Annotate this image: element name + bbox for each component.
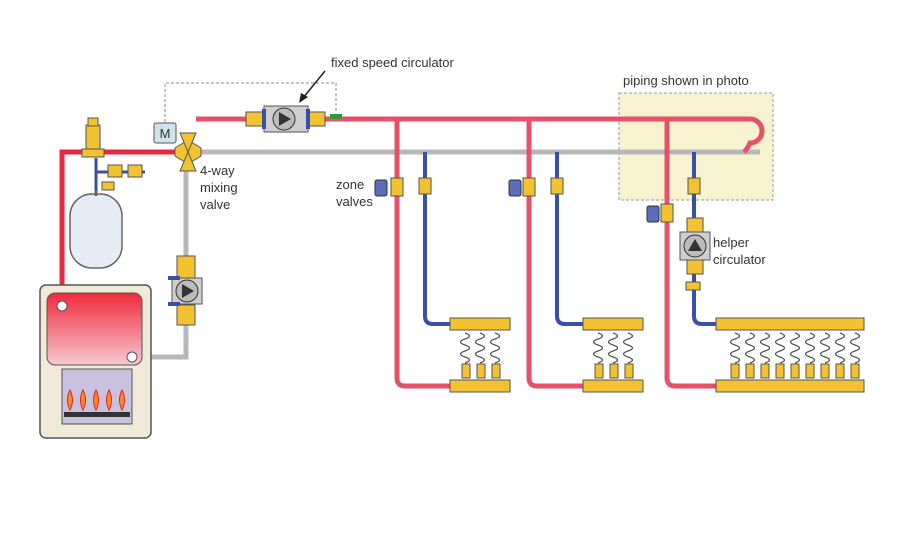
return-isolation-valves: [418, 177, 701, 195]
fixed-speed-circulator-arrow: [302, 70, 326, 99]
mixing-valve-label-1: 4-way: [200, 163, 235, 178]
fixed-speed-circulator-label: fixed speed circulator: [331, 55, 455, 70]
boiler-supply-pipe: [59, 149, 178, 300]
expansion-tank: [69, 190, 123, 269]
photo-area-label: piping shown in photo: [623, 73, 749, 88]
zone-valves-label-1: zone: [336, 177, 364, 192]
mixing-valve-label-2: mixing: [200, 180, 238, 195]
burner-flame-icon: [67, 388, 125, 412]
zone-valve-1: [374, 177, 404, 197]
four-way-mixing-valve: [174, 132, 202, 172]
zone3-supply-pipe: [664, 119, 716, 389]
zone2-supply-pipe: [526, 119, 583, 389]
boiler-circulator: [168, 255, 203, 326]
manifold-zone-1: [449, 317, 511, 393]
control-wire: [164, 82, 337, 122]
zone-valve-3: [646, 203, 674, 223]
zone2-return-pipe: [555, 152, 583, 326]
purge-valve: [330, 114, 342, 119]
zone-valves-label-2: valves: [336, 194, 373, 209]
pressure-relief-valve: [81, 117, 105, 158]
manifold-zone-3: [715, 317, 865, 393]
helper-circulator: [679, 217, 711, 291]
zone-valve-2: [508, 177, 536, 197]
air-separator-fittings: [94, 158, 145, 191]
helper-circulator-label-1: helper: [713, 235, 750, 250]
helper-circulator-label-2: circulator: [713, 252, 766, 267]
actuator-motor-letter: M: [160, 126, 171, 141]
zone3-return-pipe: [692, 152, 716, 326]
supply-main-pipe: [196, 116, 765, 154]
boiler: [39, 284, 152, 439]
zone1-return-pipe: [423, 152, 450, 326]
fixed-speed-circulator: [245, 105, 326, 133]
mixing-valve-label-3: valve: [200, 197, 230, 212]
zone1-supply-pipe: [394, 119, 450, 389]
mixing-valve-actuator: M: [153, 122, 177, 144]
manifold-zone-2: [582, 317, 644, 393]
